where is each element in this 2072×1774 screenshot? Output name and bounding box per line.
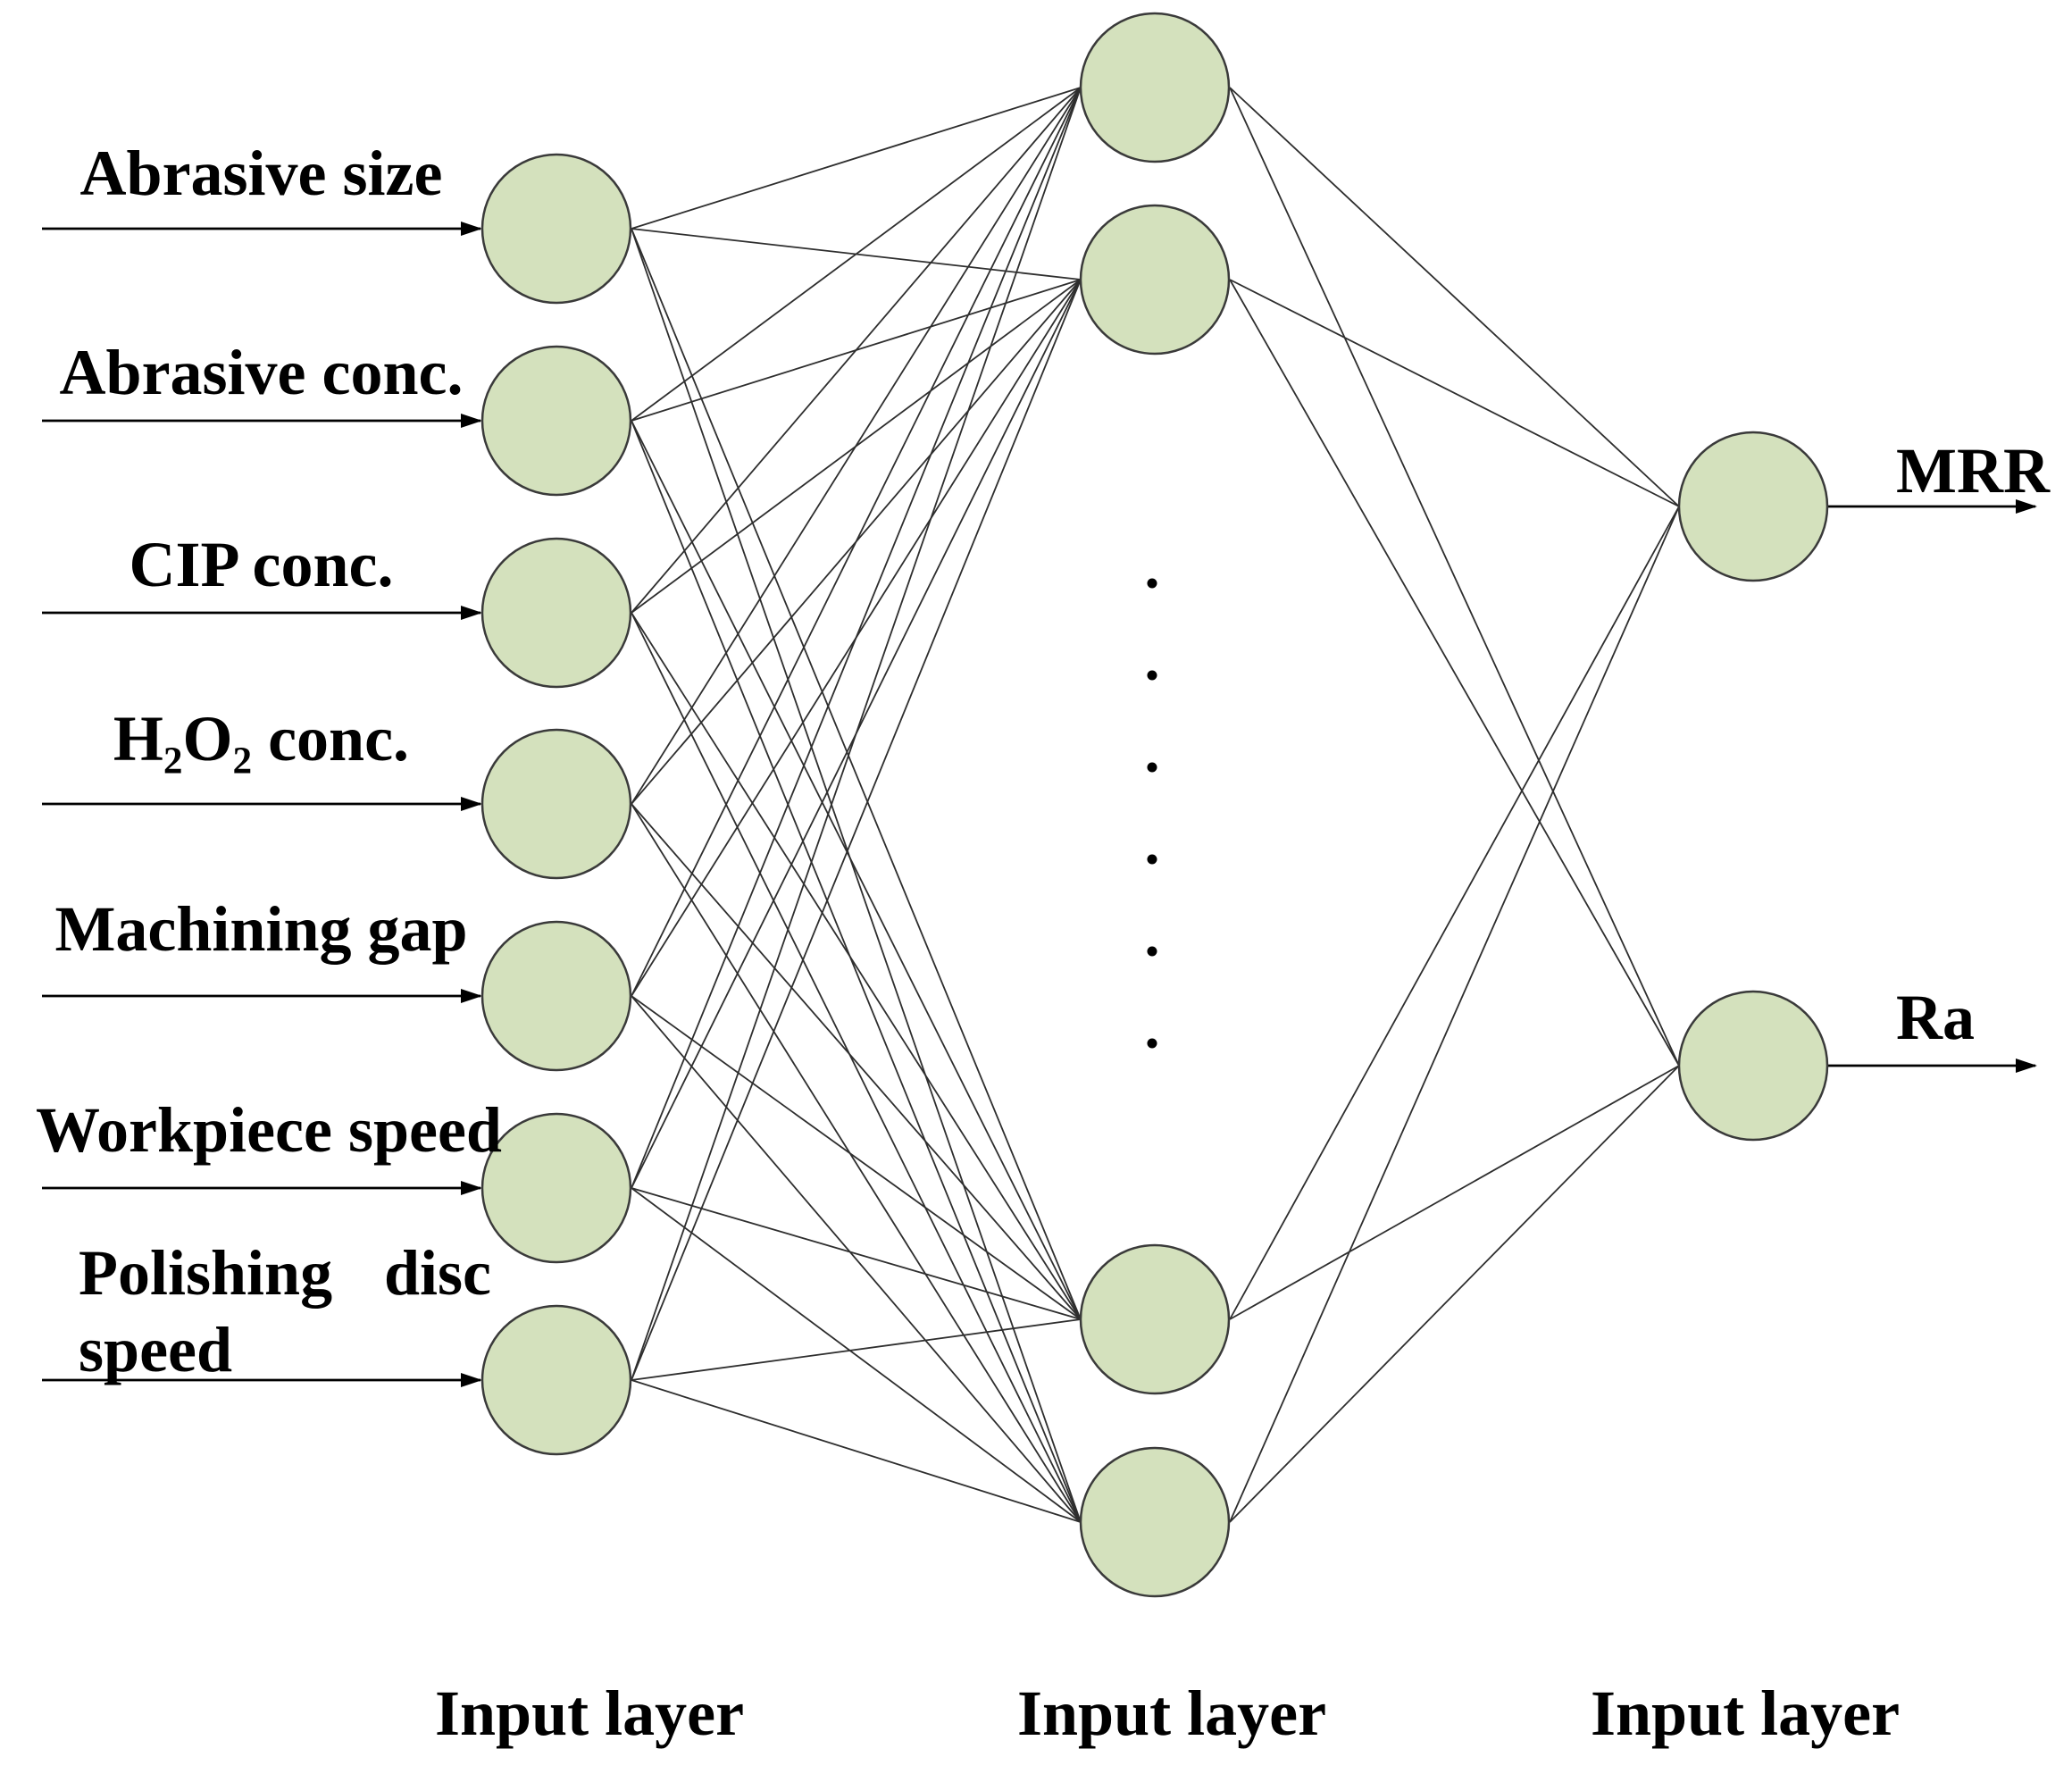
connection-edge: [631, 995, 1082, 1523]
layer-caption: Input layer: [1590, 1678, 1901, 1749]
connection-edge: [631, 1187, 1082, 1523]
hidden-node: [1079, 12, 1231, 163]
connection-edge: [631, 279, 1082, 1381]
hidden-node: [1079, 1446, 1231, 1598]
input-node: [480, 153, 632, 305]
connection-edge: [631, 803, 1082, 1320]
output-node: [1677, 431, 1829, 582]
input-label-word: disc: [383, 1237, 491, 1309]
hidden-node: [1079, 204, 1231, 356]
connection-edge: [1229, 279, 1680, 1067]
connection-edge: [631, 612, 1082, 1320]
input-node: [480, 537, 632, 689]
connection-edge: [631, 612, 1082, 1523]
connection-edge: [631, 420, 1082, 1523]
output-label: Ra: [1896, 982, 1975, 1053]
hidden-node: [1079, 1243, 1231, 1395]
output-node: [1677, 990, 1829, 1142]
connection-edge: [631, 87, 1082, 997]
ellipsis-dot: [1147, 854, 1157, 865]
connection-edge: [631, 420, 1082, 1320]
input-label-line: speed: [79, 1314, 233, 1385]
input-label-line: Polishing disc: [79, 1234, 491, 1311]
input-label: Machining gap: [54, 893, 468, 965]
input-label-word: Polishing: [79, 1237, 333, 1309]
connection-edge: [631, 87, 1082, 614]
connection-edge: [631, 228, 1082, 1320]
connection-edge: [631, 228, 1082, 1523]
input-label: CIP conc.: [129, 529, 394, 600]
connection-edge: [631, 1379, 1082, 1523]
layer-caption: Input layer: [1016, 1678, 1327, 1749]
input-label: Polishing disc speed: [79, 1234, 491, 1388]
connection-edge: [631, 87, 1082, 1189]
ellipsis-dot: [1147, 1038, 1157, 1049]
input-node: [480, 920, 632, 1072]
input-node: [480, 1304, 632, 1456]
connection-edge: [1229, 1065, 1680, 1320]
ellipsis-dot: [1147, 670, 1157, 681]
connection-edge: [1229, 279, 1680, 507]
connection-edge: [631, 87, 1082, 805]
connection-edge: [631, 803, 1082, 1523]
connection-edge: [631, 87, 1082, 1381]
layer-caption: Input layer: [434, 1678, 745, 1749]
connection-edge: [1229, 506, 1680, 1523]
connection-edge: [1229, 1065, 1680, 1523]
input-label: H₂O₂ conc.: [113, 703, 410, 774]
connection-edge: [1229, 506, 1680, 1320]
connection-edge: [631, 1187, 1082, 1320]
connection-edge: [631, 87, 1082, 422]
input-label: Workpiece speed: [36, 1094, 502, 1166]
ellipsis-dot: [1147, 762, 1157, 773]
ellipsis-dot: [1147, 946, 1157, 957]
input-label: Abrasive size: [79, 138, 443, 209]
input-node: [480, 1112, 632, 1264]
output-label: MRR: [1896, 435, 2050, 506]
connection-edge: [631, 1318, 1082, 1381]
connection-edge: [1229, 87, 1680, 507]
input-node: [480, 345, 632, 497]
ellipsis-dot: [1147, 578, 1157, 589]
connection-edge: [631, 87, 1082, 230]
connection-edge: [631, 995, 1082, 1320]
input-label: Abrasive conc.: [59, 337, 464, 408]
connection-edge: [1229, 87, 1680, 1067]
input-node: [480, 728, 632, 880]
